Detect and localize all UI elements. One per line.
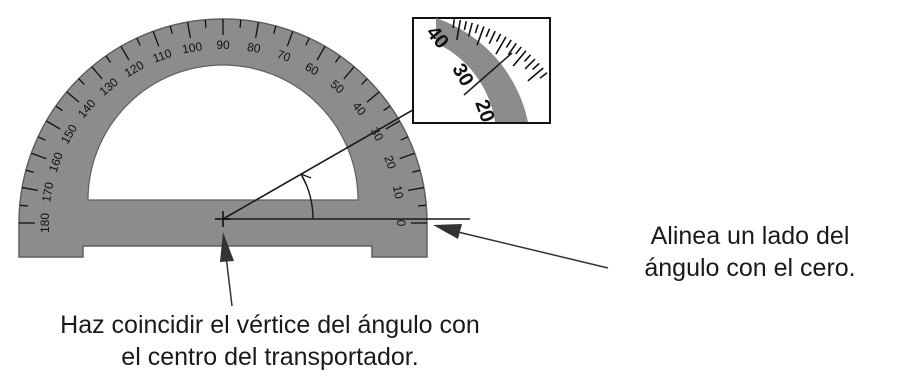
zoom-inset-tick	[524, 58, 536, 70]
protractor-scale-label: 30	[368, 125, 387, 144]
protractor-tick	[385, 120, 400, 130]
center-alignment-caption: Haz coincidir el vértice del ángulo con …	[0, 309, 540, 373]
protractor-tick	[286, 31, 294, 47]
zoom-inset-tick	[452, 19, 456, 29]
protractor-scale-label: 60	[303, 60, 322, 79]
protractor-center-mark	[215, 211, 231, 227]
protractor-tick	[120, 46, 130, 61]
protractor-tick	[46, 120, 61, 130]
protractor-tick	[66, 91, 80, 103]
protractor-scale-label: 80	[246, 40, 262, 56]
protractor-tick	[399, 152, 415, 160]
zoom-inset-tick	[515, 46, 522, 55]
protractor-tick	[31, 152, 47, 160]
protractor-scale-label: 170	[39, 181, 56, 203]
protractor-tick	[239, 19, 242, 28]
zero-caption-line-2: ángulo con el cero.	[644, 254, 856, 282]
zoom-inset-tick	[495, 36, 507, 55]
protractor-scale-label: 70	[275, 47, 293, 65]
protractor-tick	[408, 186, 425, 191]
protractor-tick	[383, 105, 391, 112]
protractor-scale-label: 10	[390, 184, 406, 200]
protractor-tick	[186, 21, 191, 38]
zoom-inset-ray	[463, 52, 513, 96]
protractor-tick	[343, 66, 355, 80]
protractor-tick	[361, 78, 368, 85]
protractor-scale-label: 0	[394, 220, 408, 227]
protractor-tick	[366, 91, 380, 103]
zoom-inset-tick	[532, 62, 540, 71]
zoom-inset-tick	[505, 39, 512, 48]
zoom-inset-tick	[495, 33, 502, 43]
zoom-inset-tick	[507, 42, 517, 56]
protractor-ticks	[19, 19, 427, 224]
zero-caption-line-1: Alinea un lado del	[650, 222, 850, 250]
protractor-scale-label: 180	[38, 213, 52, 233]
protractor-scale-label: 90	[216, 38, 230, 52]
protractor-tick	[21, 186, 38, 191]
zoom-inset-tick	[523, 54, 532, 62]
zoom-inset-tick	[456, 19, 462, 40]
protractor-tick	[25, 169, 34, 173]
zoom-inset-tick	[467, 22, 474, 37]
protractor-tick	[37, 136, 46, 141]
zoom-inset-tick	[488, 30, 496, 45]
protractor-scale-label: 110	[151, 46, 174, 66]
protractor-scale-label: 160	[46, 150, 66, 174]
zoom-inset: 40 30 20	[412, 17, 551, 125]
center-caption-line-2: el centro del transportador.	[121, 343, 419, 371]
protractor-tick	[105, 55, 112, 63]
protractor-tick	[19, 204, 28, 207]
protractor-scale-label: 100	[181, 39, 203, 56]
zoom-inset-tick	[474, 24, 479, 34]
zoom-inset-tick	[476, 26, 485, 46]
zoom-inset-tick	[512, 50, 527, 67]
center-caption-line-1: Haz coincidir el vértice del ángulo con	[60, 311, 480, 339]
zoom-inset-tick	[539, 72, 548, 79]
protractor-tick	[169, 25, 173, 34]
protractor-tick	[255, 21, 260, 38]
protractor-scale-label: 20	[381, 154, 399, 172]
protractor-tick	[316, 46, 326, 61]
protractor-tick	[418, 204, 427, 207]
zero-callout-arrow	[433, 224, 609, 269]
protractor-tick	[400, 136, 409, 141]
protractor-tick	[152, 31, 160, 47]
angle-arc-arrowhead	[300, 173, 312, 185]
protractor-tick	[136, 37, 141, 46]
zoom-inset-tick	[463, 21, 468, 31]
protractor-tick	[305, 37, 310, 46]
protractor-tick	[334, 55, 341, 63]
protractor-tick	[412, 169, 421, 173]
center-callout-arrow	[220, 232, 234, 307]
zoom-inset-ticks	[452, 19, 548, 82]
protractor-tick	[55, 105, 63, 112]
zero-alignment-caption: Alinea un lado del ángulo con el cero.	[600, 220, 900, 284]
protractor-tick	[273, 25, 277, 34]
protractor-tick	[91, 66, 103, 80]
zoom-inset-tick	[527, 67, 544, 82]
zoom-inset-tick	[485, 28, 491, 38]
protractor-tick	[78, 78, 85, 85]
protractor-tick	[204, 19, 207, 28]
protractor-window	[87, 64, 359, 201]
